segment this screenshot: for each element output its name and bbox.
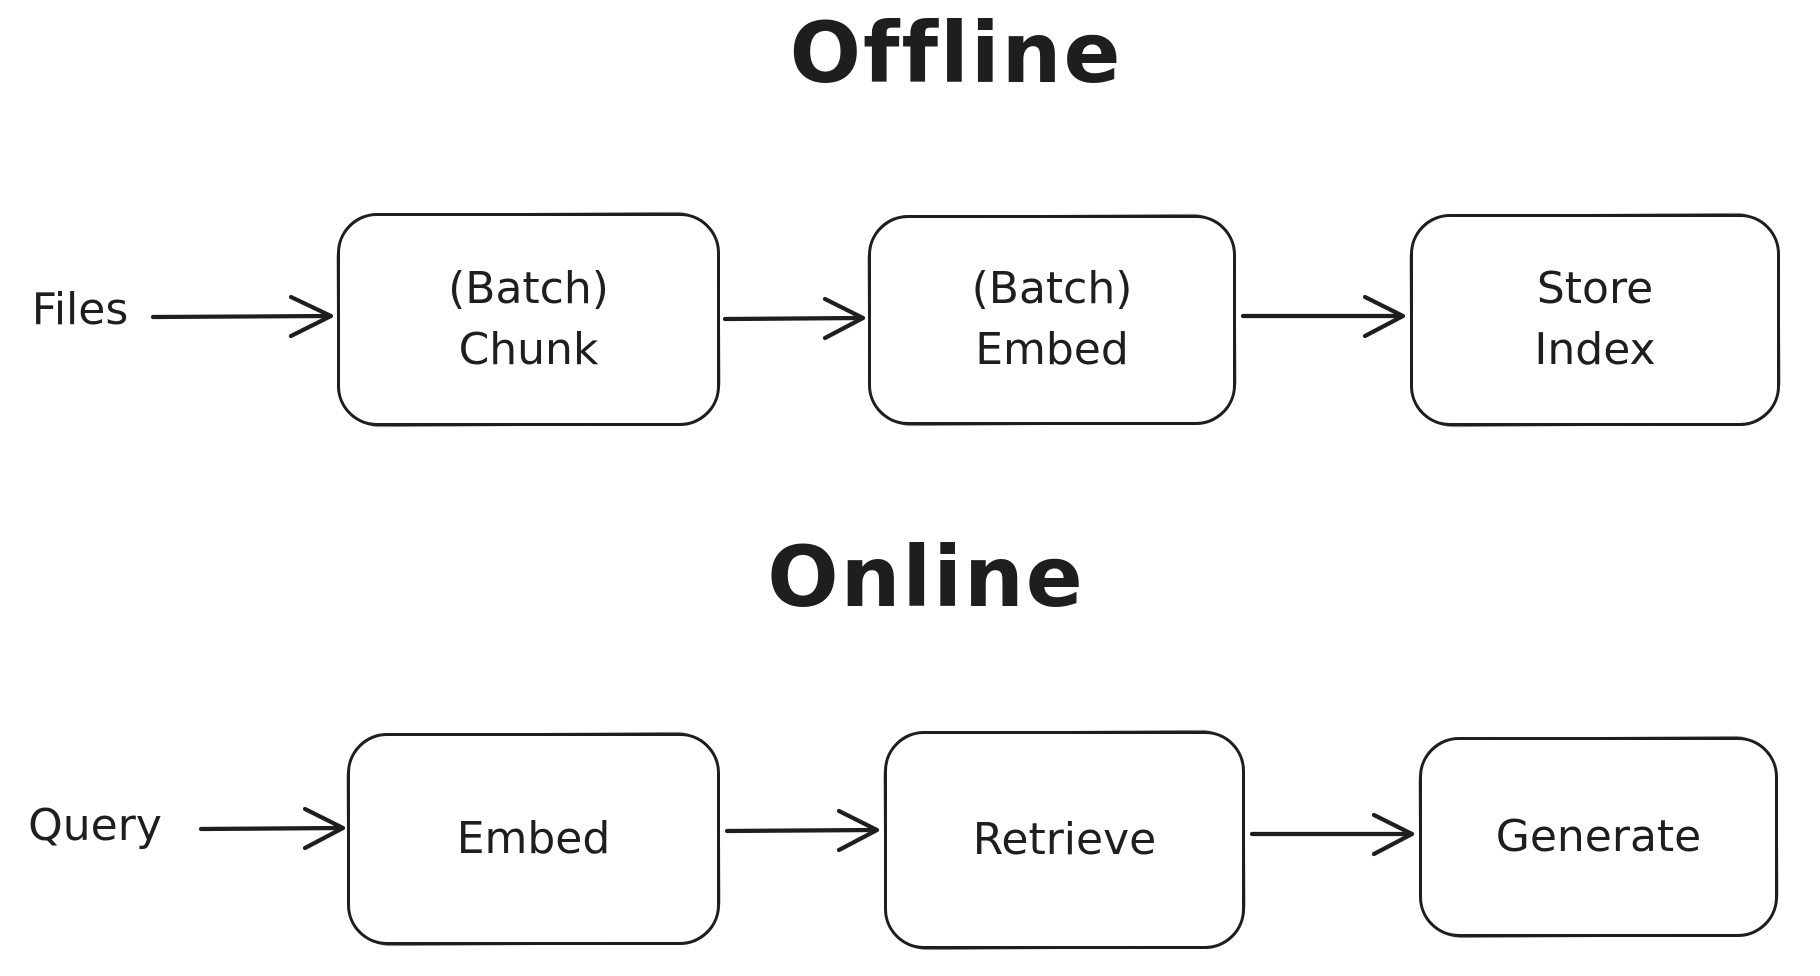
embed-to-retrieve-arrow-icon	[724, 808, 880, 853]
node-embed: Embed	[347, 733, 720, 945]
node-batch-chunk-line2: Chunk	[458, 323, 599, 375]
node-batch-embed-line1: (Batch)	[971, 263, 1133, 315]
node-store-index-line2: Index	[1534, 324, 1656, 375]
retrieve-to-generate-arrow-icon	[1249, 812, 1415, 857]
online-section-title: Online	[767, 528, 1085, 626]
node-batch-embed-line2: Embed	[975, 324, 1129, 375]
node-embed-line1: Embed	[456, 812, 611, 864]
files-to-chunk-arrow-icon	[150, 294, 334, 339]
node-batch-embed: (Batch) Embed	[868, 215, 1236, 425]
node-batch-chunk: (Batch) Chunk	[337, 213, 720, 426]
node-generate: Generate	[1419, 737, 1778, 937]
embed-to-store-arrow-icon	[1240, 294, 1406, 339]
offline-section-title: Offline	[789, 4, 1123, 102]
query-input-label: Query	[28, 800, 162, 851]
chunk-to-embed-arrow-icon	[722, 296, 866, 341]
node-generate-line1: Generate	[1495, 810, 1702, 862]
query-to-embed-arrow-icon	[198, 806, 346, 851]
node-batch-chunk-line1: (Batch)	[448, 262, 609, 314]
files-input-label: Files	[31, 284, 129, 335]
node-retrieve-line1: Retrieve	[972, 813, 1157, 865]
node-retrieve: Retrieve	[884, 731, 1245, 949]
node-store-index: Store Index	[1410, 214, 1780, 426]
node-store-index-line1: Store	[1536, 263, 1654, 315]
